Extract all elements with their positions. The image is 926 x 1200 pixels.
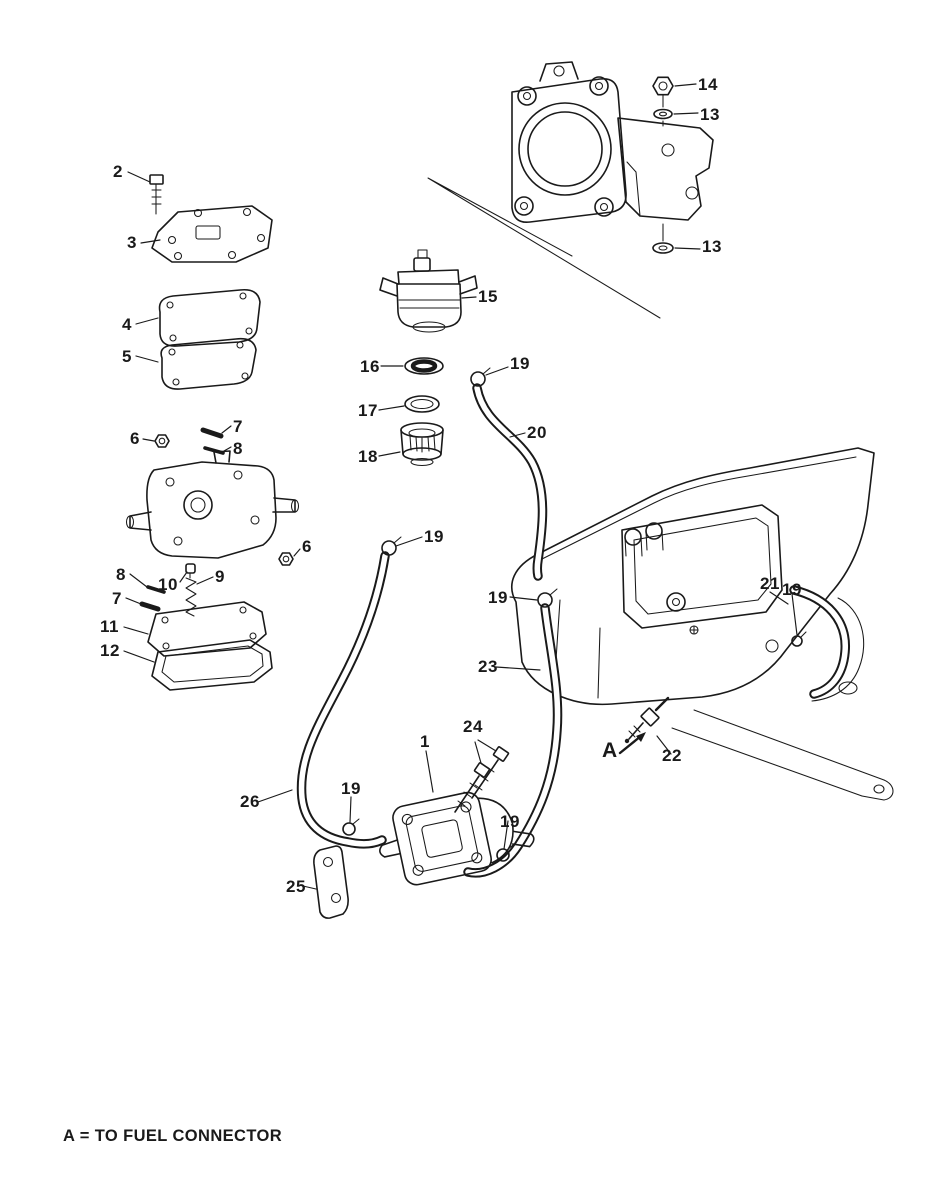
callout-6: 6	[130, 429, 140, 448]
bracket-assembly	[427, 61, 714, 319]
engine-pan	[511, 447, 894, 801]
callout-23: 23	[478, 657, 498, 676]
callout-19: 19	[510, 354, 530, 373]
callout-8: 8	[116, 565, 126, 584]
direction-arrow	[618, 734, 643, 755]
callout-10: 10	[158, 575, 178, 594]
callout-14: 14	[698, 75, 718, 94]
leader-lines	[123, 83, 798, 890]
callout-19: 19	[782, 580, 802, 599]
callout-21: 21	[760, 574, 780, 593]
fuel-hoses	[296, 367, 850, 878]
hose-clamp	[342, 367, 807, 862]
callout-17: 17	[358, 401, 378, 420]
callout-26: 26	[240, 792, 260, 811]
fuel-connector-fitting	[618, 696, 670, 755]
pump-body-assembly	[125, 427, 300, 691]
callout-16: 16	[360, 357, 380, 376]
callout-13: 13	[702, 237, 722, 256]
pump-bracket	[313, 845, 349, 919]
callout-7: 7	[233, 417, 243, 436]
fuel-filter-assembly	[379, 249, 478, 467]
callout-20: 20	[527, 423, 547, 442]
callout-9: 9	[215, 567, 225, 586]
callout-19: 19	[424, 527, 444, 546]
callout-18: 18	[358, 447, 378, 466]
upper-cover-assembly	[149, 174, 273, 390]
callout-22: 22	[662, 746, 682, 765]
callout-1: 1	[420, 732, 430, 751]
callout-7: 7	[112, 589, 122, 608]
callout-25: 25	[286, 877, 306, 896]
callout-24: 24	[463, 717, 483, 736]
callout-3: 3	[127, 233, 137, 252]
callout-13: 13	[700, 105, 720, 124]
callout-19: 19	[500, 812, 520, 831]
callout-19: 19	[488, 588, 508, 607]
callout-19: 19	[341, 779, 361, 798]
callout-5: 5	[122, 347, 132, 366]
callout-8: 8	[233, 439, 243, 458]
callout-11: 11	[100, 617, 119, 636]
callout-15: 15	[478, 287, 498, 306]
callout-4: 4	[122, 315, 132, 334]
callout-12: 12	[100, 641, 120, 660]
fuel-pump	[379, 791, 535, 886]
callout-6: 6	[302, 537, 312, 556]
callout-A: A	[602, 739, 618, 762]
arrowhead-icon	[636, 732, 646, 742]
legend-note: A = TO FUEL CONNECTOR	[63, 1127, 283, 1145]
callout-2: 2	[113, 162, 123, 181]
mounting-bolts	[454, 746, 510, 813]
